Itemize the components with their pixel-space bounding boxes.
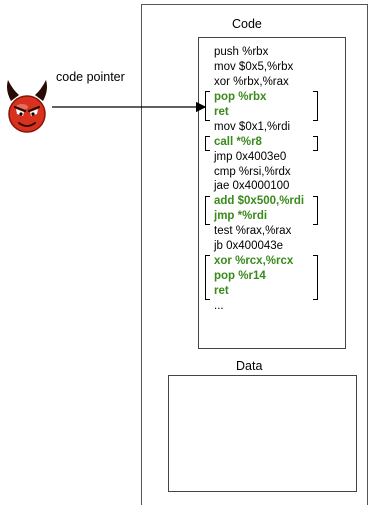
- gadget-bracket-left: [205, 255, 210, 301]
- code-instruction: ...: [214, 299, 224, 312]
- devil-icon: [7, 80, 47, 133]
- gadget-bracket-right: [313, 195, 318, 226]
- gadget-instruction: pop %r14: [214, 270, 266, 283]
- code-instruction: mov $0x1,%rdi: [214, 120, 291, 133]
- code-instruction: test %rax,%rax: [214, 225, 292, 238]
- memory-region: [141, 4, 368, 505]
- gadget-instruction: ret: [214, 285, 229, 297]
- gadget-instruction: ret: [214, 105, 229, 118]
- gadget-bracket-left: [205, 135, 210, 151]
- code-box: [198, 37, 346, 349]
- gadget-bracket-left: [205, 195, 210, 226]
- gadget-instruction: jmp *%rdi: [214, 210, 268, 223]
- gadget-instruction: add $0x500,%rdi: [214, 195, 305, 208]
- code-section-title: Code: [232, 17, 262, 31]
- code-instruction: jae 0x4000100: [214, 180, 290, 193]
- data-section-title: Data: [236, 359, 263, 373]
- gadget-instruction: call *%r8: [214, 135, 262, 148]
- gadget-bracket-right: [313, 90, 318, 121]
- code-instruction: xor %rbx,%rax: [214, 75, 289, 88]
- gadget-bracket-right: [313, 135, 318, 151]
- gadget-instruction: pop %rbx: [214, 90, 267, 103]
- gadget-bracket-right: [313, 255, 318, 301]
- code-instruction: jb 0x400043e: [214, 240, 284, 253]
- code-pointer-label: code pointer: [56, 70, 125, 84]
- gadget-instruction: xor %rcx,%rcx: [214, 255, 294, 268]
- data-box: [168, 375, 357, 492]
- code-instruction: push %rbx: [214, 46, 269, 58]
- code-instruction: cmp %rsi,%rdx: [214, 165, 291, 178]
- code-instruction: jmp 0x4003e0: [214, 150, 287, 163]
- code-lines: push %rbx mov $0x5,%rbx xor %rbx,%rax pop %…: [214, 45, 304, 314]
- code-instruction: mov $0x5,%rbx: [214, 60, 294, 73]
